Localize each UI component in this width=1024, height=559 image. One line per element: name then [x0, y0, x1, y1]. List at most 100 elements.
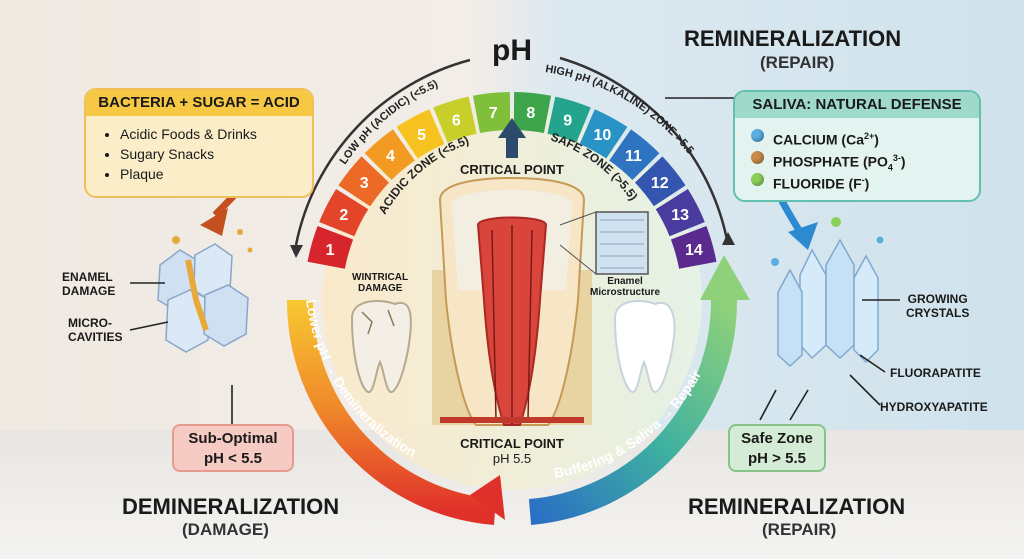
- mineral-close: ): [900, 153, 906, 170]
- ph-value-label: 6: [452, 112, 461, 129]
- ph-value-label: 9: [563, 112, 572, 129]
- sub-optimal-badge: Sub-Optimal pH < 5.5: [172, 424, 294, 472]
- ph-value-label: 8: [526, 105, 535, 122]
- saliva-item: PHOSPHATE (PO43-): [751, 147, 906, 173]
- upper-left-arrowhead: [290, 245, 303, 258]
- sub-optimal-ph: pH < 5.5: [204, 450, 262, 467]
- wintrical-damage-label: WINTRICAL DAMAGE: [352, 272, 408, 294]
- enamel-word: Enamel: [607, 276, 643, 287]
- fluorapatite-label: FLUORAPATITE: [890, 366, 981, 380]
- ph-value-label: 7: [489, 105, 498, 122]
- mineral-name: PHOSPHATE (PO: [773, 153, 888, 170]
- ph-segment: [670, 226, 717, 269]
- ph-segment: [609, 129, 660, 181]
- ph-value-label: 2: [339, 207, 348, 224]
- ph-value-label: 13: [671, 207, 689, 224]
- mineral-dot-icon: [751, 151, 764, 164]
- acid-item: Sugary Snacks: [120, 146, 257, 162]
- ph-segment: [319, 188, 369, 237]
- upper-right-arrowhead: [722, 232, 735, 245]
- mineral-superscript: 2+: [864, 131, 875, 141]
- damaged-enamel-crystals: [157, 229, 253, 353]
- remineralization-top-subtitle: (REPAIR): [760, 53, 835, 72]
- mineral-close: ): [864, 175, 870, 192]
- ph-segment: [655, 188, 705, 237]
- saliva-item: CALCIUM (Ca2+): [751, 125, 906, 148]
- ph-segment: [364, 129, 415, 181]
- healthy-tooth: [613, 300, 676, 393]
- ph-segment: [338, 156, 390, 207]
- upper-right-arrow: [559, 56, 730, 246]
- ph-value-label: 5: [417, 127, 426, 144]
- right-arc: [528, 299, 738, 525]
- growing-crystals-label: GROWING CRYSTALS: [906, 292, 969, 320]
- wintrical-label: WINTRICAL: [352, 272, 409, 283]
- acid-item: Acidic Foods & Drinks: [120, 126, 257, 142]
- growing-word: GROWING: [907, 292, 968, 306]
- demineralization-subtitle: (DAMAGE): [182, 520, 269, 539]
- ph-segment: [396, 109, 445, 159]
- ph-value-label: 4: [386, 148, 395, 165]
- damage-label: DAMAGE: [358, 283, 403, 294]
- enamel-microstructure-inset: [559, 211, 649, 275]
- enamel-word-left: ENAMEL: [62, 270, 113, 284]
- ph-value-label: 12: [651, 175, 669, 192]
- ph-segment: [307, 226, 354, 269]
- safe-zone-badge: Safe Zone pH > 5.5: [728, 424, 826, 472]
- tooth-cross-section: [432, 176, 592, 426]
- saliva-items: CALCIUM (Ca2+)PHOSPHATE (PO43-)FLUORIDE …: [751, 125, 906, 192]
- mineral-dot-icon: [751, 173, 764, 186]
- safe-zone-text: Safe Zone: [741, 430, 813, 447]
- ph-segment: [513, 92, 552, 134]
- mineral-subscript: 4: [887, 162, 893, 173]
- left-arc-arrowhead: [470, 475, 505, 520]
- remineralization-bottom-title: REMINERALIZATION: [688, 494, 906, 519]
- ph-value-label: 14: [685, 242, 703, 259]
- ph-segment: [634, 156, 686, 207]
- acid-box: BACTERIA + SUGAR = ACID Acidic Foods & D…: [84, 88, 314, 198]
- ph-segment: [579, 109, 628, 159]
- damage-word-left: DAMAGE: [62, 284, 116, 298]
- critical-point-arrow: [498, 118, 526, 158]
- cavities-word: CAVITIES: [68, 330, 123, 344]
- ph-segment: [472, 92, 511, 134]
- enamel-microstructure-label: Enamel Microstructure: [590, 276, 660, 298]
- remineralization-top-title: REMINERALIZATION: [684, 26, 902, 51]
- critical-point-top: CRITICAL POINT: [460, 162, 564, 177]
- mineral-name: CALCIUM (Ca: [773, 131, 864, 148]
- mineral-dot-icon: [751, 129, 764, 142]
- critical-bottom-ph: pH 5.5: [492, 451, 532, 466]
- mineral-close: ): [874, 131, 879, 148]
- growing-crystals-cluster: [771, 217, 884, 368]
- micro-word: MICRO-: [68, 316, 112, 330]
- mineral-name: FLUORIDE (F: [773, 175, 862, 192]
- demineralization-title: DEMINERALIZATION: [122, 494, 340, 519]
- microstructure-word: Microstructure: [590, 287, 661, 298]
- sub-optimal-text: Sub-Optimal: [188, 430, 278, 447]
- saliva-box-title: SALIVA: NATURAL DEFENSE: [735, 92, 979, 118]
- acid-to-enamel-arrowhead: [200, 208, 228, 236]
- ph-title: pH: [492, 34, 532, 67]
- enamel-damage-label: ENAMEL DAMAGE: [62, 270, 115, 298]
- remineralization-bottom-subtitle: (REPAIR): [762, 520, 837, 539]
- ph-value-label: 1: [326, 242, 335, 259]
- hydroxyapatite-label: HYDROXYAPATITE: [880, 400, 988, 414]
- critical-point-bottom: CRITICAL POINT pH 5.5: [450, 436, 574, 466]
- acid-box-title: BACTERIA + SUGAR = ACID: [86, 90, 312, 116]
- ph-segment: [547, 96, 591, 143]
- acid-box-list: Acidic Foods & Drinks Sugary Snacks Plaq…: [102, 126, 257, 186]
- critical-bottom-text: CRITICAL POINT: [460, 436, 564, 451]
- ph-value-label: 3: [360, 175, 369, 192]
- micro-cavities-label: MICRO- CAVITIES: [68, 316, 122, 344]
- mineral-superscript: 3-: [892, 153, 901, 163]
- saliva-to-crystals-arrowhead: [788, 222, 818, 250]
- damaged-tooth: [350, 300, 412, 393]
- saliva-box: SALIVA: NATURAL DEFENSE CALCIUM (Ca2+)PH…: [733, 90, 981, 202]
- crystals-word: CRYSTALS: [906, 306, 970, 320]
- acid-item: Plaque: [120, 166, 257, 182]
- ph-segment: [433, 96, 477, 143]
- ph-value-label: 10: [593, 127, 611, 144]
- right-arc-arrowhead: [700, 255, 750, 300]
